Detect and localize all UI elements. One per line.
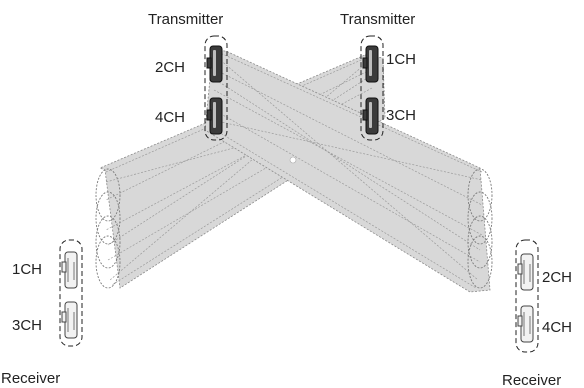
receiver-left-outline — [59, 239, 83, 347]
left-beam-end-rings — [95, 168, 121, 289]
transmitter-left-title: Transmitter — [148, 11, 223, 28]
transmitter-device-icon — [206, 97, 223, 135]
channel-label: 4CH — [542, 319, 572, 336]
receiver-device-icon — [517, 253, 534, 291]
receiver-device-icon — [61, 251, 78, 289]
channel-label: 3CH — [386, 107, 416, 124]
receiver-device-icon — [517, 305, 534, 343]
channel-label: 1CH — [12, 261, 42, 278]
receiver-left-title: Receiver — [1, 370, 60, 387]
receiver-right: 2CH 4CH Receiver — [502, 239, 572, 388]
transmitter-left: Transmitter 2CH 4CH — [148, 11, 228, 141]
transmitter-device-icon — [362, 97, 379, 135]
receiver-left: 1CH 3CH Receiver — [1, 239, 83, 387]
channel-label: 2CH — [542, 269, 572, 286]
channel-label: 1CH — [386, 51, 416, 68]
right-beam-end-rings — [467, 168, 493, 289]
transmitter-right-outline — [360, 35, 384, 141]
transmitter-left-outline — [204, 35, 228, 141]
receiver-right-outline — [515, 239, 539, 353]
transmitter-device-icon — [362, 45, 379, 83]
channel-label: 4CH — [155, 109, 185, 126]
transmitter-device-icon — [206, 45, 223, 83]
channel-label: 3CH — [12, 317, 42, 334]
beam-bundle-to-right-receiver — [204, 47, 491, 293]
transmitter-right: Transmitter 1CH 3CH — [340, 11, 416, 141]
receiver-right-title: Receiver — [502, 372, 561, 388]
transmitter-right-title: Transmitter — [340, 11, 415, 28]
channel-label: 2CH — [155, 59, 185, 76]
receiver-device-icon — [61, 301, 78, 339]
